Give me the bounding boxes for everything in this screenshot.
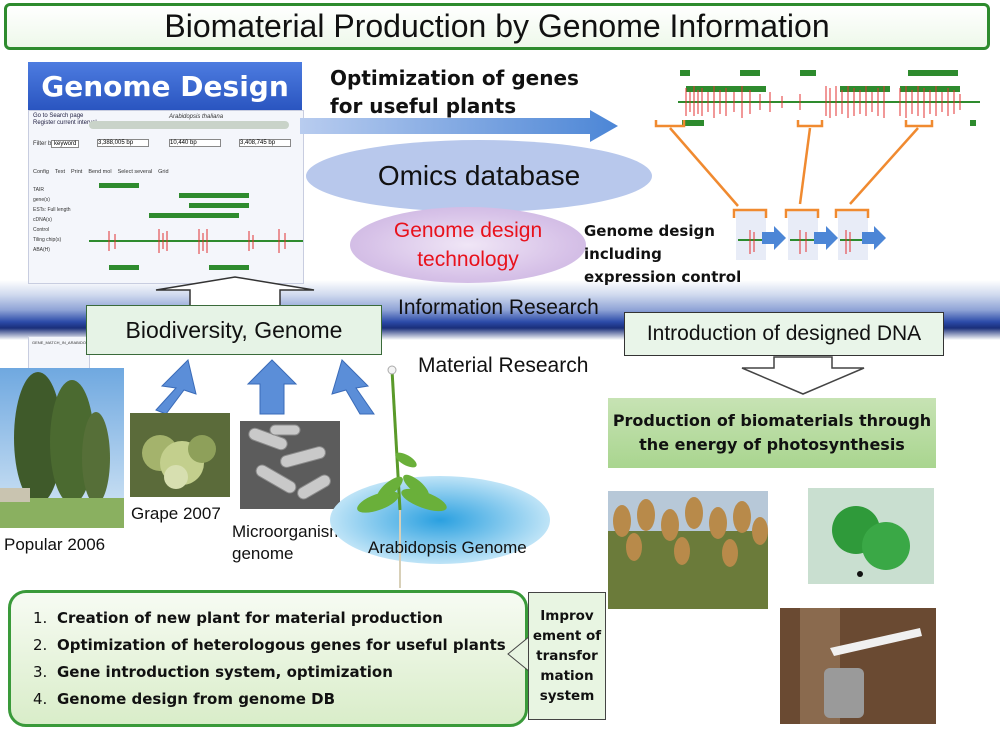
track-tiling: Tiling chip(s)	[33, 237, 62, 243]
improvement-callout: Improv ement of transfor mation system	[528, 592, 606, 720]
goals-list: 1.Creation of new plant for material pro…	[8, 590, 528, 727]
genome-browser-screenshot: Go to Search page Register current inter…	[28, 110, 304, 284]
track-cdna: cDNA(s)	[33, 217, 52, 223]
browser-filter-select: keyword	[51, 140, 80, 148]
browser-pos-start: 3,388,005 bp	[97, 139, 149, 147]
genome-track-diagram	[654, 70, 980, 260]
track-control: Control	[33, 227, 50, 233]
browser-lower-track: GENE_MATCH_IN_ARABIDOPSIS	[32, 340, 96, 345]
tool-text: Text	[54, 169, 65, 175]
browser-track-labels: TAIR gene(s) ESTs: Full length cDNA(s) C…	[33, 185, 71, 255]
page-title: Biomaterial Production by Genome Informa…	[4, 3, 990, 50]
track-ests: ESTs: Full length	[33, 207, 71, 213]
tool-config: Config	[33, 169, 49, 175]
arabidopsis-caption: Arabidopsis Genome	[368, 538, 527, 557]
down-arrow-introduction	[741, 356, 865, 395]
browser-species: Arabidopsis thaliana	[169, 114, 224, 120]
microorganism-photo	[240, 421, 340, 509]
rubber-tree-photo	[780, 608, 936, 724]
track-aba: ABA(H)	[33, 247, 50, 253]
production-biomaterials-box: Production of biomaterials through the e…	[608, 398, 936, 468]
microorganism-caption-line1: Microorganism	[232, 522, 344, 541]
browser-link-register: Register current interval	[33, 120, 97, 126]
poplar-photo	[0, 368, 124, 528]
browser-link-search: Go to Search page	[33, 113, 84, 119]
tool-bend: Bend mol	[88, 169, 112, 175]
arabidopsis-photo	[330, 365, 550, 588]
goal-item-1: 1.Creation of new plant for material pro…	[33, 609, 443, 627]
track-genes: gene(s)	[33, 197, 50, 203]
browser-span: 10,440 bp	[169, 139, 221, 147]
poplar-caption: Popular 2006	[4, 535, 106, 554]
microorganism-caption: Microorganism genome	[232, 521, 343, 565]
tool-grid: Grid	[158, 169, 169, 175]
goal-item-2: 2.Optimization of heterologous genes for…	[33, 636, 506, 654]
sorghum-photo	[608, 491, 768, 609]
genome-design-header: Genome Design	[28, 62, 302, 110]
browser-track-graphics	[89, 183, 303, 270]
microorganism-caption-line2: genome	[232, 544, 294, 563]
optimization-text: Optimization of genes for useful plants	[330, 66, 579, 118]
grape-photo	[130, 413, 230, 497]
algae-photo	[808, 488, 934, 584]
browser-filter-label: Filter by:	[33, 141, 57, 147]
source-arrows	[155, 359, 375, 415]
browser-toolbar: Config Text Print Bend mol Select severa…	[33, 169, 169, 175]
material-research-label: Material Research	[418, 354, 589, 377]
track-tair: TAIR	[33, 187, 45, 193]
tool-select: Select several	[117, 169, 153, 175]
tool-print: Print	[71, 169, 83, 175]
grape-caption: Grape 2007	[131, 504, 221, 523]
biodiversity-genome-box: Biodiversity, Genome	[86, 305, 382, 355]
genome-design-expression-text: Genome design including expression contr…	[584, 222, 742, 286]
optimization-arrow	[300, 110, 618, 142]
goal-item-4: 4.Genome design from genome DB	[33, 690, 335, 708]
genome-design-technology-ellipse: Genome design technology	[350, 207, 586, 283]
information-research-label: Information Research	[398, 296, 599, 319]
omics-database-ellipse: Omics database	[306, 140, 652, 212]
up-arrow-biodiversity	[155, 276, 315, 307]
browser-pos-end: 3,408,745 bp	[239, 139, 291, 147]
introduction-dna-box: Introduction of designed DNA	[624, 312, 944, 356]
goal-item-3: 3.Gene introduction system, optimization	[33, 663, 393, 681]
